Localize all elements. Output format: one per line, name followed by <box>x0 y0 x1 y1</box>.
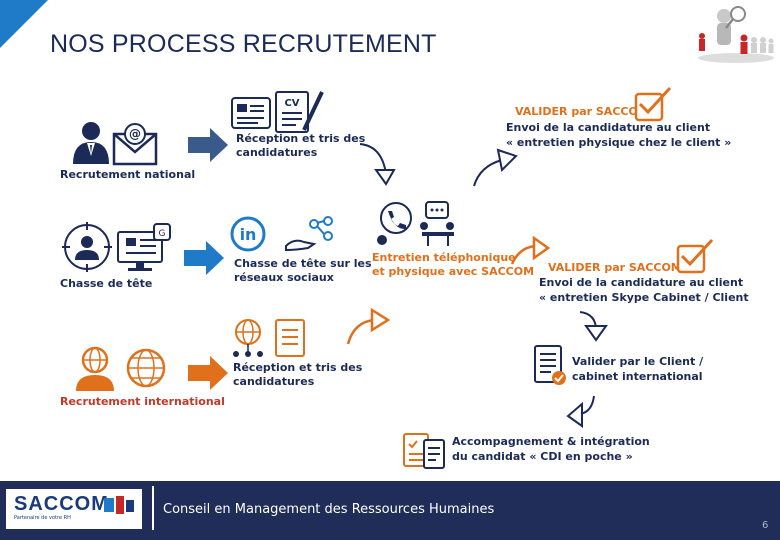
validation-checkbox-icon <box>676 238 714 274</box>
headhunter-target-icon <box>62 222 112 272</box>
recruiter-person-icon <box>73 122 109 164</box>
logo-rh-mark-icon <box>104 496 134 514</box>
step-reception1-line2: candidatures <box>236 146 318 159</box>
onboarding-documents-icon <box>403 433 445 469</box>
step-reseaux-line2: réseaux sociaux <box>234 271 334 284</box>
step-valider-client-line1: Valider par le Client / <box>572 355 704 368</box>
curved-arrow-downleft-icon <box>566 395 595 428</box>
step-valider1-title: VALIDER par SACCOM <box>515 105 649 118</box>
validation-checkbox-icon <box>634 86 672 122</box>
curved-arrow-upright-icon <box>473 148 518 187</box>
footer-divider <box>152 486 154 530</box>
page-title: NOS PROCESS RECRUTEMENT <box>50 30 437 58</box>
step-accompagnement-line2: du candidat « CDI en poche » <box>452 450 633 463</box>
company-logo: SACCOM <box>14 493 109 515</box>
curved-arrow-down-icon <box>579 311 608 342</box>
recruitment-magnifier-icon <box>698 6 774 63</box>
client-validation-document-icon <box>534 345 566 385</box>
curved-arrow-up-icon <box>346 308 391 345</box>
arrow-national-icon <box>188 128 228 162</box>
page-number: 6 <box>762 520 769 531</box>
svg-text:G: G <box>159 229 166 239</box>
curved-arrow-down-icon <box>359 143 396 186</box>
cv-documents-icon: CV <box>231 91 324 133</box>
corner-accent <box>0 0 48 48</box>
curved-arrow-right-icon <box>510 236 550 265</box>
step-reception2-line1: Réception et tris des <box>233 361 363 374</box>
step-valider2-line2: « entretien Skype Cabinet / Client <box>539 291 749 304</box>
linkedin-icon: in <box>230 216 266 252</box>
footer-tagline: Conseil en Management des Ressources Hum… <box>163 502 495 517</box>
step-valider1-line2: « entretien physique chez le client » <box>506 136 732 149</box>
step-reseaux-line1: Chasse de tête sur les <box>234 257 372 270</box>
logo-tagline: Partenaire de votre RH <box>14 515 71 521</box>
step-valider2-line1: Envoi de la candidature au client <box>539 276 744 289</box>
step-entretien-line1: Entretien téléphonique <box>372 251 516 264</box>
arrow-chasse-icon <box>184 241 224 275</box>
monitor-social-icon: G <box>117 223 171 271</box>
step-valider1-line1: Envoi de la candidature au client <box>506 121 711 134</box>
svg-text:in: in <box>240 225 257 244</box>
step-valider-client-line2: cabinet international <box>572 370 703 383</box>
global-network-documents-icon <box>233 319 305 357</box>
svg-text:@: @ <box>129 127 141 141</box>
step-reception2-line2: candidatures <box>233 375 315 388</box>
interview-meeting-icon <box>377 201 454 246</box>
step-reception1-line1: Réception et tris des <box>236 132 366 145</box>
globe-icon <box>126 348 166 388</box>
source-chasse-label: Chasse de tête <box>60 277 153 290</box>
email-icon: @ <box>112 123 158 166</box>
source-international-label: Recrutement international <box>60 395 225 408</box>
international-person-icon <box>76 346 114 391</box>
step-accompagnement-line1: Accompagnement & intégration <box>452 435 650 448</box>
network-hand-icon <box>285 216 333 252</box>
step-valider2-title: VALIDER par SACCOM <box>548 261 682 274</box>
arrow-international-icon <box>188 356 228 390</box>
step-entretien-line2: et physique avec SACCOM <box>372 265 535 278</box>
svg-text:CV: CV <box>284 98 299 109</box>
source-national-label: Recrutement national <box>60 168 196 181</box>
